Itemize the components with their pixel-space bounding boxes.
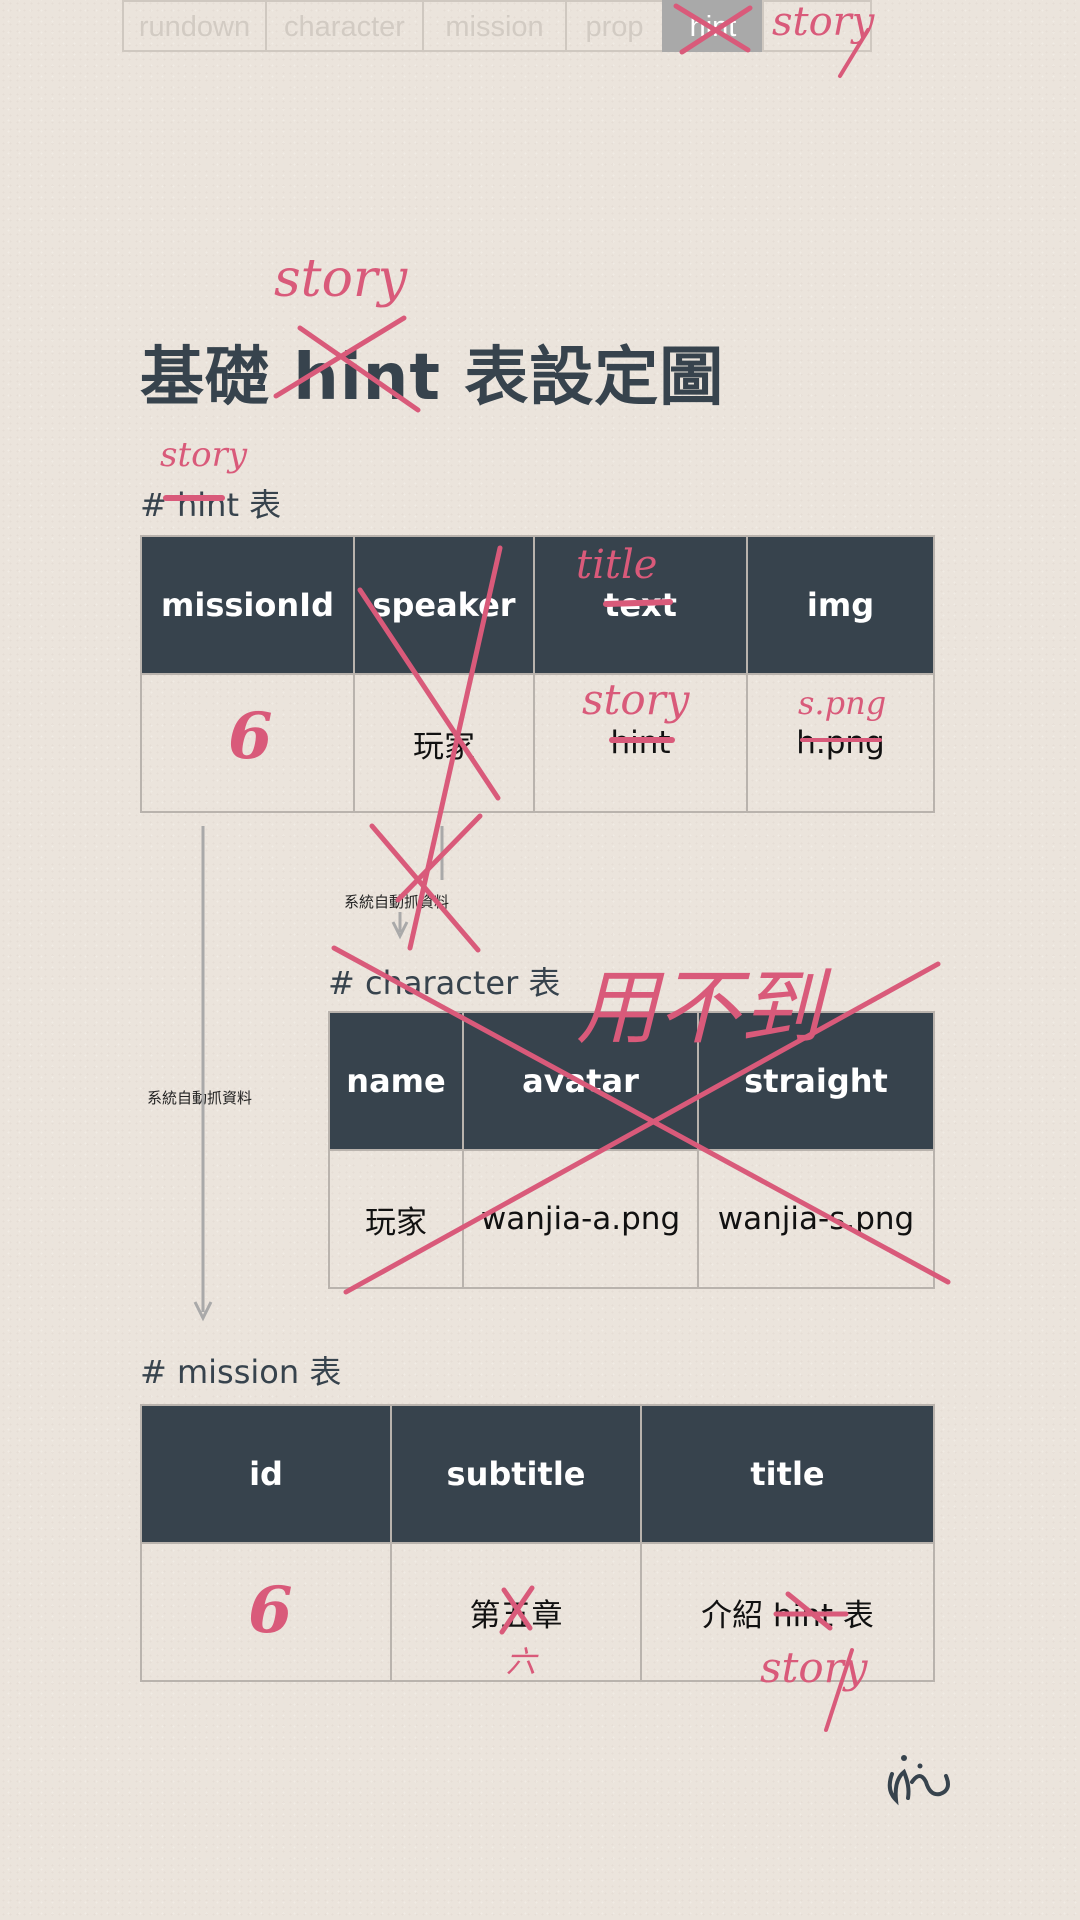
mission-header-title: title: [640, 1404, 935, 1544]
hint-table-header-row: missionId speaker text img: [140, 535, 935, 675]
tab-hint[interactable]: hint: [662, 0, 762, 52]
character-cell-straight: wanjia-s.png: [697, 1149, 935, 1289]
hint-cell-missionid: 5: [140, 673, 355, 813]
character-cell-name: 玩家: [328, 1149, 464, 1289]
mission-section-heading: # mission 表: [140, 1353, 342, 1391]
character-section-heading: # character 表: [328, 964, 561, 1002]
mission-table: id subtitle title 5 第五章 介紹 hint 表: [140, 1404, 935, 1682]
tab-prop[interactable]: prop: [565, 0, 662, 52]
tab-story[interactable]: story: [762, 0, 872, 52]
mission-cell-subtitle: 第五章: [390, 1542, 642, 1682]
hint-cell-text: hint: [533, 673, 748, 813]
hint-table: missionId speaker text img 5 玩家 hint h.p…: [140, 535, 935, 813]
table-row: 5 玩家 hint h.png: [140, 673, 935, 813]
table-row: 玩家 wanjia-a.png wanjia-s.png: [328, 1149, 935, 1289]
page-title: 基礎 hint 表設定圖: [140, 341, 725, 415]
character-header-avatar: avatar: [462, 1011, 699, 1151]
hint-cell-img: h.png: [746, 673, 935, 813]
tab-rundown[interactable]: rundown: [122, 0, 265, 52]
auto-fetch-note-mission: 系統自動抓資料: [147, 1089, 253, 1107]
hint-section-heading: # hint 表: [140, 486, 282, 524]
hand-story-title: story: [274, 249, 408, 309]
mission-header-id: id: [140, 1404, 392, 1544]
hand-story-section: story: [160, 435, 248, 475]
table-row: 5 第五章 介紹 hint 表: [140, 1542, 935, 1682]
mission-header-subtitle: subtitle: [390, 1404, 642, 1544]
signature-logo-icon: [887, 1755, 950, 1806]
mission-cell-title: 介紹 hint 表: [640, 1542, 935, 1682]
character-table: name avatar straight 玩家 wanjia-a.png wan…: [328, 1011, 935, 1289]
character-table-header-row: name avatar straight: [328, 1011, 935, 1151]
hint-header-img: img: [746, 535, 935, 675]
hint-cell-speaker: 玩家: [353, 673, 535, 813]
character-header-name: name: [328, 1011, 464, 1151]
hint-header-missionid: missionId: [140, 535, 355, 675]
tab-character[interactable]: character: [265, 0, 422, 52]
mission-cell-id: 5: [140, 1542, 392, 1682]
tab-mission[interactable]: mission: [422, 0, 565, 52]
character-cell-avatar: wanjia-a.png: [462, 1149, 699, 1289]
auto-fetch-note-speaker: 系統自動抓資料: [344, 893, 450, 911]
character-header-straight: straight: [697, 1011, 935, 1151]
hand-cross-arrow: [369, 813, 483, 953]
hint-header-text: text: [533, 535, 748, 675]
hint-header-speaker: speaker: [353, 535, 535, 675]
tab-bar: rundown character mission prop hint stor…: [122, 0, 872, 54]
mission-table-header-row: id subtitle title: [140, 1404, 935, 1544]
